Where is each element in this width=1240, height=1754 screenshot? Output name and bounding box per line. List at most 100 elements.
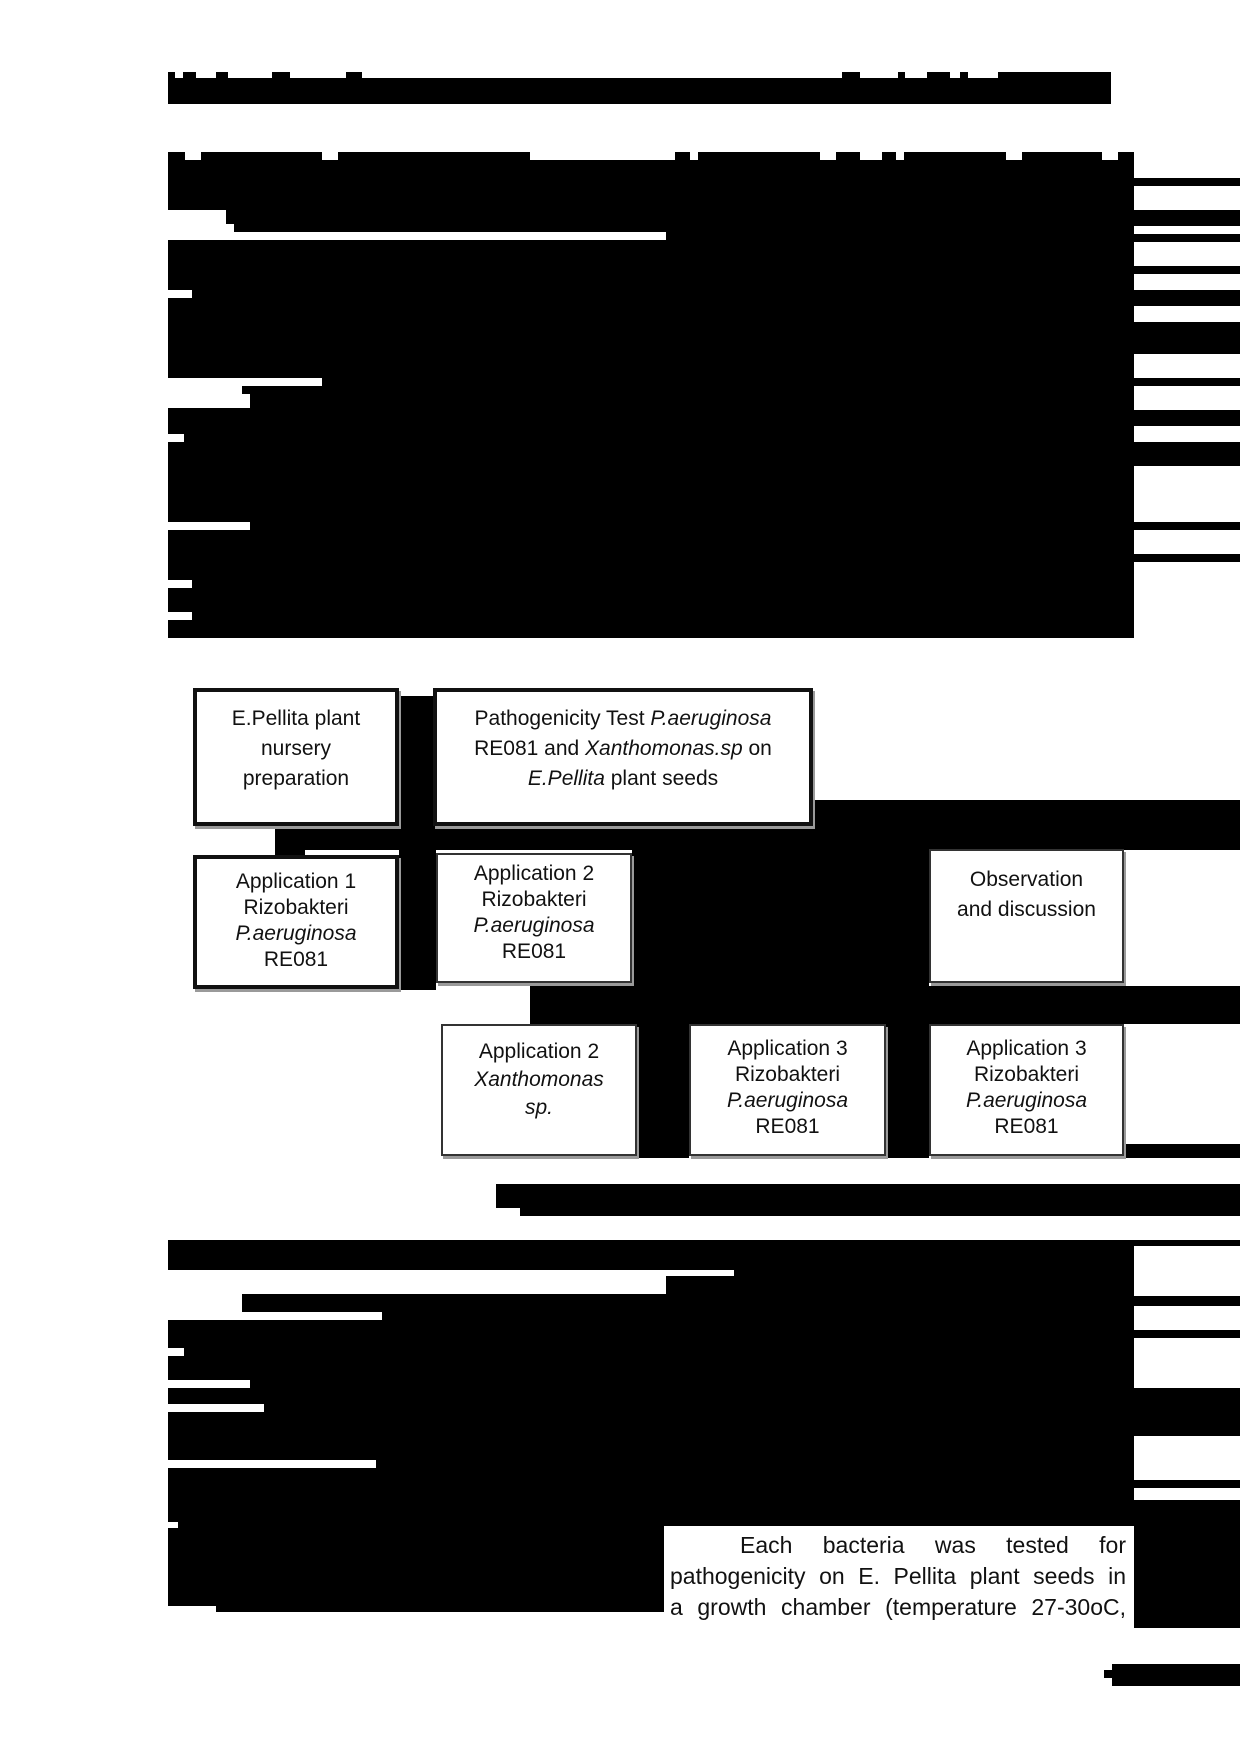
header-notch <box>905 72 927 78</box>
flow-node-application-3-rizobakteri-a: Application 3 Rizobakteri P.aeruginosa R… <box>689 1024 886 1156</box>
strip-gap <box>1134 306 1240 322</box>
paragraph-text: Each bacteria was tested for <box>740 1532 1126 1558</box>
species-name: P.aeruginosa <box>235 922 357 945</box>
text-gap <box>168 290 192 298</box>
node-text: Application 3 <box>966 1037 1087 1060</box>
text-gap <box>896 152 904 160</box>
species-name: E.Pellita <box>527 767 605 790</box>
text-gap <box>168 394 250 408</box>
arrow-nursery-to-pathogenicity <box>399 696 433 826</box>
strain-code: RE081 <box>994 1115 1059 1138</box>
right-column-redacted-bottom <box>1134 1240 1240 1628</box>
arrow-app1-to-app2 <box>399 850 436 990</box>
page-number-redacted <box>1112 1664 1240 1686</box>
text-gap <box>168 612 192 620</box>
node-text: Rizobakteri <box>973 1063 1080 1086</box>
text-gap <box>168 1276 666 1294</box>
text-gap <box>1006 152 1022 160</box>
node-text: E.Pellita plant seeds <box>437 764 809 794</box>
strain-code: RE081 <box>755 1115 820 1138</box>
node-text: preparation <box>242 767 350 790</box>
strip-gap <box>1134 1306 1240 1330</box>
flow-node-application-2-xanthomonas: Application 2 Xanthomonas sp. <box>441 1024 637 1156</box>
text-gap <box>168 1348 184 1356</box>
text-gap <box>168 224 234 234</box>
header-notch <box>968 72 998 78</box>
strip-gap <box>1134 562 1240 586</box>
connector-app3-to-app3b <box>886 1024 929 1158</box>
text-gap <box>168 1270 734 1276</box>
header-notch <box>290 72 346 78</box>
visible-paragraph-fragment: Each bacteria was tested for pathogenici… <box>664 1526 1134 1622</box>
text-gap <box>168 386 242 394</box>
text-gap <box>860 152 882 160</box>
figure-caption-redacted-line2 <box>520 1200 1240 1216</box>
header-notch <box>860 72 898 78</box>
text-gap <box>168 522 250 530</box>
strain-code: RE081 <box>263 948 329 971</box>
flow-node-pathogenicity-test: Pathogenicity Test P.aeruginosa RE081 an… <box>433 688 813 826</box>
node-text: Rizobakteri <box>481 888 587 911</box>
paragraph-line-1: Each bacteria was tested for <box>670 1530 1126 1561</box>
connector-app2-to-observation <box>632 850 929 986</box>
text-gap <box>185 152 201 160</box>
strip-gap <box>1134 426 1240 442</box>
strip-gap <box>1134 354 1240 378</box>
text-gap <box>168 232 666 240</box>
strip-gap <box>1134 186 1240 210</box>
text-gap <box>168 1312 250 1320</box>
text-gap <box>168 1606 216 1616</box>
species-name: P.aeruginosa <box>965 1089 1088 1112</box>
species-name: P.aeruginosa <box>473 914 595 937</box>
header-notch <box>950 72 960 78</box>
paragraph-line-3: a growth chamber (temperature 27-30oC, <box>670 1592 1126 1623</box>
strip-gap <box>1134 466 1240 522</box>
text-gap <box>168 210 226 224</box>
node-text: Rizobakteri <box>243 896 349 919</box>
node-text: nursery <box>260 737 332 760</box>
node-text: and discussion <box>957 898 1096 921</box>
connector-band-middle <box>305 826 1240 850</box>
flow-node-nursery-preparation: E.Pellita plant nursery preparation <box>193 688 399 826</box>
node-text: RE081 and Xanthomonas.sp on <box>437 734 809 764</box>
strip-gap <box>1134 226 1240 234</box>
node-text-regular: plant seeds <box>604 767 719 790</box>
text-gap <box>690 152 698 160</box>
connector-right-edge <box>1124 1144 1240 1158</box>
text-gap <box>530 152 675 160</box>
text-gap <box>168 378 322 386</box>
arrow-nursery-down <box>275 826 305 856</box>
header-notch <box>175 72 183 78</box>
strip-gap <box>1134 1246 1240 1296</box>
species-name: P.aeruginosa <box>650 707 772 730</box>
text-gap <box>168 434 184 442</box>
text-gap <box>168 1404 264 1412</box>
species-name: Xanthomonas <box>474 1068 604 1091</box>
connector-app2x-to-app3 <box>637 1024 689 1158</box>
paragraph-line-2: pathogenicity on E. Pellita plant seeds … <box>670 1561 1126 1592</box>
species-name: sp. <box>524 1096 553 1119</box>
node-text: Rizobakteri <box>734 1063 841 1086</box>
node-text: Application 2 <box>473 862 595 885</box>
paragraph-text: a growth chamber (temperature 27-30oC, <box>670 1594 1126 1620</box>
flow-node-application-2-rizobakteri: Application 2 Rizobakteri P.aeruginosa R… <box>436 853 632 983</box>
node-text: Application 3 <box>727 1037 848 1060</box>
header-notch <box>362 72 842 78</box>
header-notch <box>196 72 216 78</box>
node-text: Application 2 <box>478 1040 600 1063</box>
strip-gap <box>1134 1488 1240 1500</box>
text-gap <box>168 1460 376 1468</box>
text-gap <box>322 152 338 160</box>
strip-gap <box>1134 242 1240 266</box>
paragraph-text: pathogenicity on E. Pellita plant seeds … <box>670 1563 1126 1589</box>
node-text-regular: Pathogenicity Test <box>474 707 651 730</box>
strip-gap <box>1134 1338 1240 1388</box>
strip-gap <box>1134 1436 1240 1480</box>
species-name: Xanthomonas.sp <box>585 737 743 760</box>
text-gap <box>820 152 836 160</box>
text-gap <box>168 1522 178 1528</box>
node-text-regular: RE081 and <box>474 737 586 760</box>
text-gap <box>168 1294 242 1312</box>
species-name: P.aeruginosa <box>726 1089 849 1112</box>
node-text: Observation <box>969 868 1084 891</box>
